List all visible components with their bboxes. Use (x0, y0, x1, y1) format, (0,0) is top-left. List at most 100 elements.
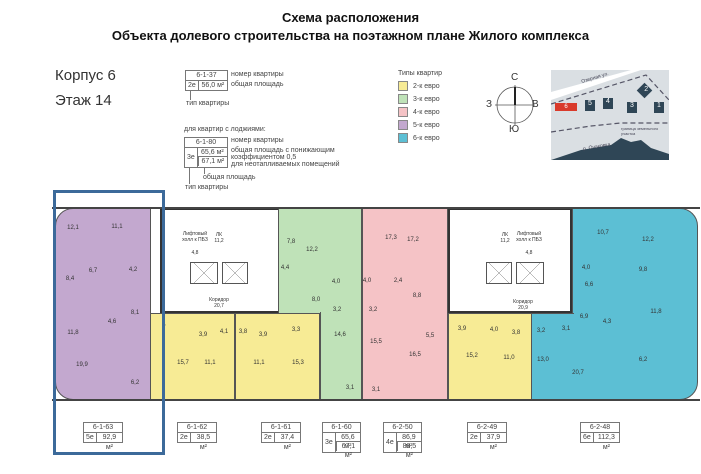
room-area: 13,0 (537, 357, 549, 363)
apartment-6-1-63[interactable] (55, 208, 151, 400)
room-area: 6,2 (638, 357, 648, 363)
apartment-6-2-48[interactable] (572, 208, 698, 400)
room-area: 4,4 (280, 265, 290, 271)
type-item: 2-к евро (398, 81, 440, 94)
compass-east: В (532, 99, 539, 110)
room-area: 15,7 (177, 360, 189, 366)
type-swatch-5 (398, 120, 408, 130)
core-corridor-label: Коридор (209, 297, 229, 303)
korpus-label: Корпус 6 (55, 67, 116, 84)
legend-loggia-total-label: общая площадь (203, 174, 256, 181)
room-area: 3,9 (198, 332, 208, 338)
core-hall-label: Лифтовый холл к ПБЗ (182, 231, 208, 243)
elevator-icon (486, 262, 512, 284)
room-area: 5,5 (425, 333, 435, 339)
room-area: 8,4 (65, 276, 75, 282)
core-left: Лифтовый холл к ПБЗ 4,8 ЛК 11,2 Коридор … (160, 208, 280, 313)
room-area: 3,9 (457, 326, 467, 332)
room-area: 8,0 (311, 297, 321, 303)
room-area: 19,9 (76, 362, 88, 368)
room-area: 11,1 (111, 224, 123, 230)
room-area: 12,2 (642, 237, 654, 243)
compass-south: Ю (509, 124, 520, 135)
room-area: 3,1 (371, 387, 381, 393)
type-swatch-6 (398, 133, 408, 143)
type-item: 5-к евро (398, 120, 440, 133)
legend-example-type: 2е (188, 82, 196, 89)
room-area: 4,2 (128, 267, 138, 273)
room-area: 4,3 (602, 319, 612, 325)
loggia-title: для квартир с лоджиями: (184, 126, 266, 133)
room-area: 2,4 (393, 278, 403, 284)
type-item: 6-к евро (398, 133, 440, 146)
core-right: ЛК 11,2 Лифтовый холл к ПБЗ 4,8 Коридор … (448, 208, 572, 313)
elevator-icon (190, 262, 218, 284)
room-area: 6,9 (579, 314, 589, 320)
type-item: 4-к евро (398, 107, 440, 120)
site-building-4: 4 (603, 98, 613, 109)
room-area: 4,0 (362, 278, 372, 284)
legend-area-label: общая площадь (231, 81, 284, 88)
room-area: 7,8 (286, 239, 296, 245)
room-area: 3,2 (332, 307, 342, 313)
room-area: 3,2 (368, 307, 378, 313)
site-map: 6 5 4 3 2 1 Озерная ул. граница земельно… (551, 70, 669, 160)
title-line-1: Схема расположения (281, 10, 420, 25)
legend-loggia-reduced-label-1: общая площадь с понижающим (231, 147, 335, 154)
room-area: 11,0 (503, 355, 515, 361)
room-area: 3,1 (345, 385, 355, 391)
type-item: 3-к евро (398, 94, 440, 107)
room-area: 4,0 (489, 327, 499, 333)
apartment-6-1-61[interactable] (235, 313, 320, 400)
elevator-icon (516, 262, 544, 284)
room-area: 4,1 (219, 329, 229, 335)
room-area: 14,6 (334, 332, 346, 338)
apartment-6-2-49[interactable] (448, 313, 532, 400)
room-area: 11,1 (253, 360, 265, 366)
site-building-1: 1 (654, 102, 664, 113)
legend-example-number: 6-1-37 (186, 71, 227, 81)
room-area: 4,6 (107, 319, 117, 325)
room-area: 10,7 (597, 230, 609, 236)
apartment-6-1-60[interactable] (278, 208, 362, 313)
core-corridor-area: 20,7 (214, 303, 224, 309)
core-lk-label: ЛК (501, 232, 509, 238)
room-area: 15,2 (466, 353, 478, 359)
core-hall-label: Лифтовый холл к ПБЗ (516, 231, 542, 243)
apartment-6-2-48-lower[interactable] (532, 313, 574, 400)
apartment-6-2-50[interactable] (362, 208, 448, 400)
room-area: 4,0 (581, 265, 591, 271)
room-area: 3,8 (511, 330, 521, 336)
room-area: 3,9 (258, 332, 268, 338)
core-lk-area: 11,2 (214, 238, 224, 244)
boundary-label: граница земельного участка (621, 126, 659, 136)
room-area: 6,2 (130, 380, 140, 386)
core-lk-label: ЛК (215, 232, 223, 238)
type-swatch-2 (398, 81, 408, 91)
room-area: 3,3 (291, 327, 301, 333)
room-area: 3,8 (238, 329, 248, 335)
type-swatch-4 (398, 107, 408, 117)
room-area: 17,3 (385, 235, 397, 241)
room-area: 6,6 (584, 282, 594, 288)
compass-north: С (511, 72, 519, 83)
room-area: 3,1 (561, 326, 571, 332)
legend-loggia-reduced-label-2: коэффициентом 0,5 (231, 154, 297, 161)
room-area: 8,8 (412, 293, 422, 299)
core-hall-area: 4,8 (525, 250, 533, 256)
legend-loggia-number-label: номер квартиры (231, 137, 284, 144)
room-area: 15,3 (292, 360, 304, 366)
legend-number-label: номер квартиры (231, 71, 284, 78)
floor-plan: Лифтовый холл к ПБЗ 4,8 ЛК 11,2 Коридор … (52, 207, 700, 402)
types-legend: 2-к евро 3-к евро 4-к евро 5-к евро 6-к … (398, 81, 440, 146)
legend-example-area: 56,0 м² (197, 81, 227, 91)
room-area: 17,2 (407, 237, 419, 243)
apartment-6-1-60-lower[interactable] (320, 312, 362, 400)
